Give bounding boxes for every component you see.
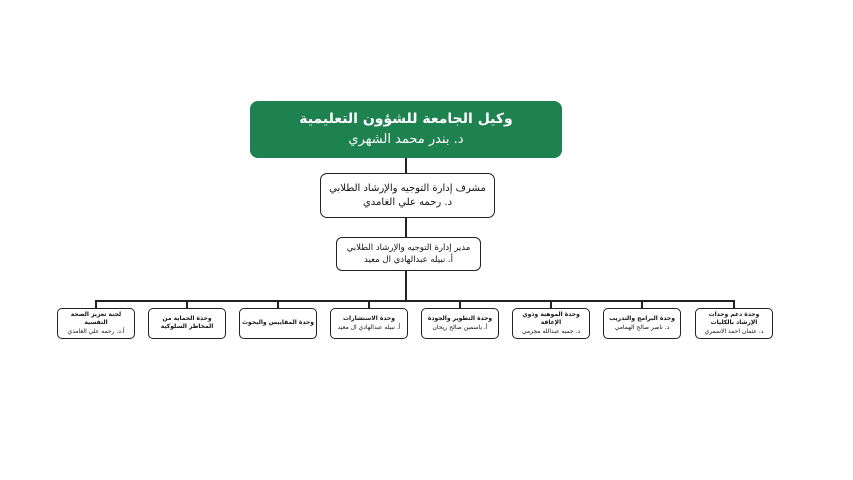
unit-name: د. ناصر صالح الهمامي (614, 324, 670, 331)
connector-drop-unit-7 (186, 300, 188, 308)
connector-horizontal-bus (96, 300, 734, 302)
node-supervisor: مشرف إدارة التوجيه والإرشاد الطلابي د. ر… (320, 173, 495, 218)
connector-drop-unit-3 (550, 300, 552, 308)
node-unit-development-quality: وحدة التطوير والجودة أ. ياسمين صالح ريحا… (421, 308, 499, 339)
node-vice-rector-title: وكيل الجامعة للشؤون التعليمية (299, 111, 513, 127)
connector-drop-unit-8 (95, 300, 97, 308)
node-supervisor-name: د. رحمه علي الغامدي (362, 196, 453, 208)
node-vice-rector-name: د. بندر محمد الشهري (348, 132, 464, 147)
connector-supervisor-to-director (405, 218, 407, 237)
unit-title: وحدة الحماية من المخاطر السلوكية (160, 315, 214, 330)
connector-drop-unit-1 (733, 300, 735, 308)
unit-title: وحدة التطوير والجودة (427, 315, 493, 322)
connector-drop-unit-6 (277, 300, 279, 308)
connector-drop-unit-2 (641, 300, 643, 308)
node-director-name: أ. نبيله عبدالهادي ال معيد (364, 255, 453, 265)
node-unit-consultations: وحدة الاستشارات أ. نبيله عبدالهادي ال مع… (330, 308, 408, 339)
node-unit-behavioral-protection: وحدة الحماية من المخاطر السلوكية (148, 308, 226, 339)
node-unit-college-support: وحدة دعم وحدات الإرشاد بالكليات د. عثمان… (695, 308, 773, 339)
connector-director-to-bus (405, 271, 407, 301)
node-unit-programs-training: وحدة البرامج والتدريب د. ناصر صالح الهما… (603, 308, 681, 339)
unit-name: أ.د. رحمه علي الغامدي (67, 328, 125, 335)
unit-title: وحدة المقاييس والبحوث (242, 319, 314, 326)
unit-name: أ. ياسمين صالح ريحان (432, 324, 488, 331)
node-vice-rector: وكيل الجامعة للشؤون التعليمية د. بندر مح… (250, 101, 562, 158)
unit-title: وحدة الموهبة وذوي الإعاقة (522, 311, 580, 326)
unit-title: وحدة دعم وحدات الإرشاد بالكليات (708, 311, 760, 326)
connector-top-to-supervisor (405, 158, 407, 173)
unit-title: لجنة تعزيز الصحة النفسية (70, 311, 122, 326)
node-director: مدير إدارة التوجيه والإرشاد الطلابي أ. ن… (336, 237, 481, 271)
node-unit-measures-research: وحدة المقاييس والبحوث (239, 308, 317, 339)
node-unit-talent-disability: وحدة الموهبة وذوي الإعاقة د. جميه عبدالل… (512, 308, 590, 339)
connector-drop-unit-5 (368, 300, 370, 308)
unit-title: وحدة البرامج والتدريب (609, 315, 675, 322)
unit-name: أ. نبيله عبدالهادي ال معيد (337, 324, 401, 331)
node-director-title: مدير إدارة التوجيه والإرشاد الطلابي (346, 243, 471, 253)
connector-drop-unit-4 (459, 300, 461, 308)
unit-name: د. عثمان احمد الاسمري (704, 328, 764, 335)
unit-name: د. جميه عبدالله مجرمي (521, 328, 581, 335)
node-unit-mental-health: لجنة تعزيز الصحة النفسية أ.د. رحمه علي ا… (57, 308, 135, 339)
unit-title: وحدة الاستشارات (343, 315, 395, 322)
node-supervisor-title: مشرف إدارة التوجيه والإرشاد الطلابي (329, 182, 486, 194)
